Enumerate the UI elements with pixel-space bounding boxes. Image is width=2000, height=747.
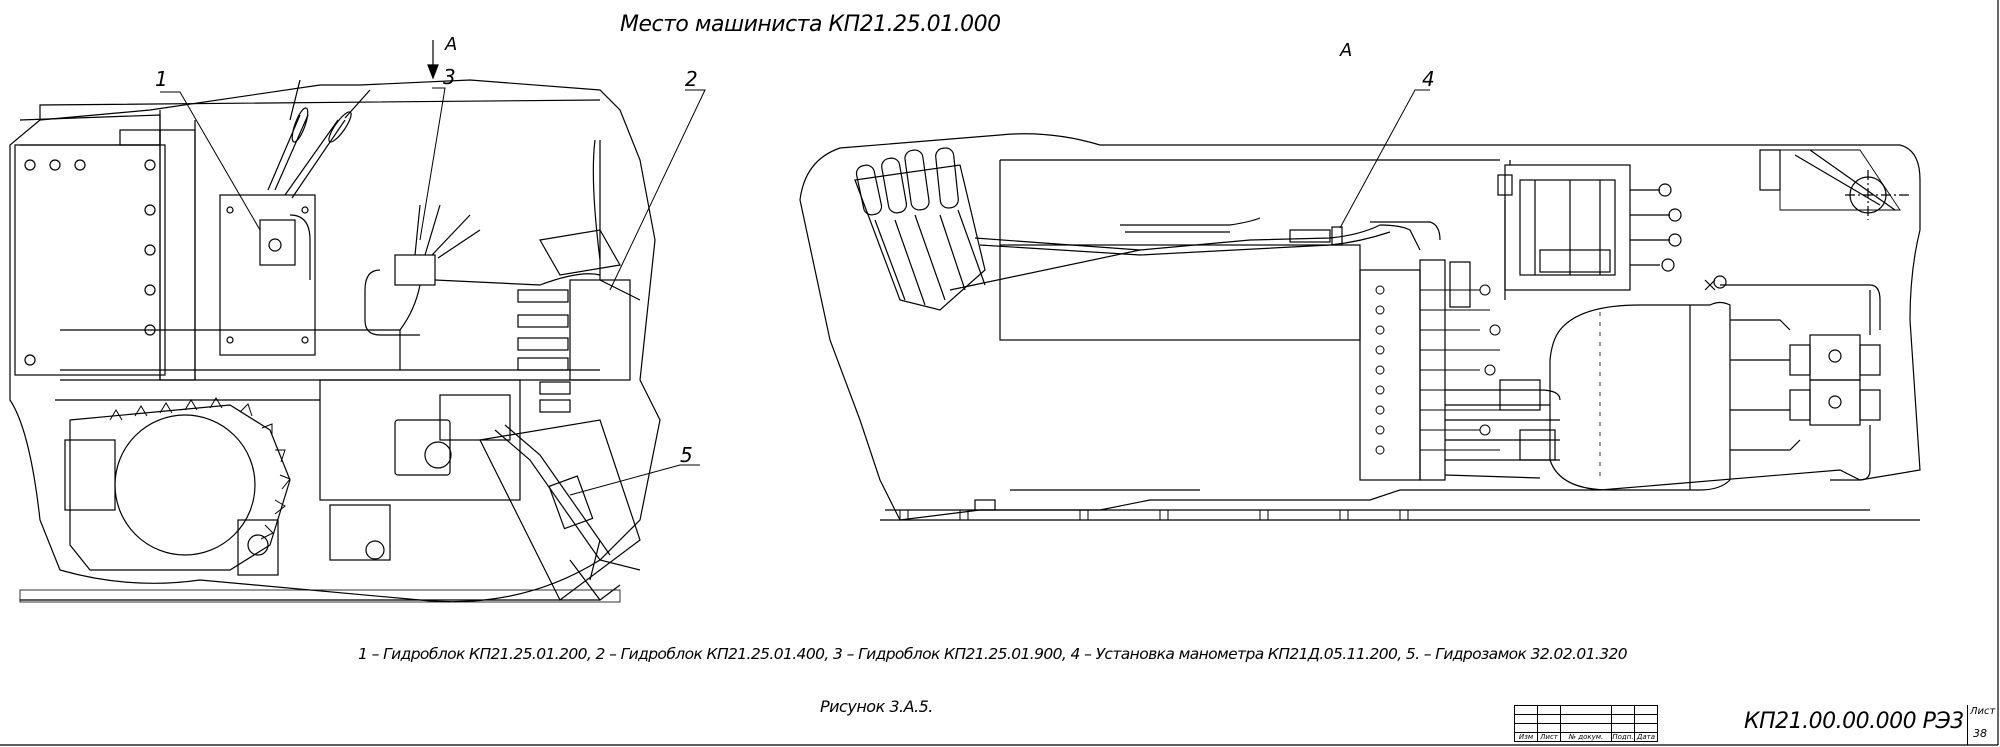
drawing-title: Место машиниста КП21.25.01.000 [620, 12, 1001, 37]
rail-ticks [899, 509, 1409, 521]
hydrolock-5 [548, 475, 594, 530]
sheet-box: Лист 38 [1967, 705, 1998, 745]
track-teeth [109, 397, 291, 540]
sheet-label: Лист [1970, 706, 1996, 717]
upper-hydroblock [1504, 164, 1631, 291]
hydroblock-3 [394, 254, 436, 286]
leader-3 [419, 87, 446, 241]
sheet-number: 38 [1973, 727, 1987, 740]
manometer-4 [1331, 226, 1343, 246]
right-view-a [799, 133, 1921, 521]
col-doc-number: № докум. [1560, 732, 1612, 742]
leader-2 [609, 89, 706, 291]
hydroblock-1 [219, 194, 316, 356]
leader-4 [1339, 89, 1430, 229]
distributor-fittings [1375, 284, 1501, 455]
col-sign: Подп. [1611, 732, 1635, 742]
revision-table: Изм Лист № докум. Подп. Дата [1514, 705, 1658, 742]
document-number: КП21.00.00.000 РЭ3 [1744, 709, 1964, 734]
col-izm: Изм [1514, 732, 1538, 742]
wheel [114, 414, 256, 556]
left-view-machine-cab [9, 79, 661, 603]
drawing-caption: 1 – Гидроблок КП21.25.01.200, 2 – Гидроб… [358, 645, 1628, 663]
hydroblock-2 [569, 279, 631, 381]
title-block: Изм Лист № докум. Подп. Дата КП21.00.00.… [1514, 705, 1998, 745]
lever-group [854, 147, 986, 311]
distributor [1359, 269, 1421, 481]
track-outline [69, 404, 291, 571]
figure-label: Рисунок 3.А.5. [820, 697, 933, 716]
leader-1 [160, 91, 261, 231]
leader-5 [569, 464, 700, 496]
col-date: Дата [1634, 732, 1658, 742]
view-arrow-a [427, 40, 439, 80]
col-list: Лист [1537, 732, 1561, 742]
valve-block-upper [1809, 334, 1861, 381]
panel-bolts [24, 159, 156, 366]
hydraulic-tank [1549, 301, 1731, 491]
cab-outline [799, 133, 1921, 521]
valve-block-lower [1809, 379, 1861, 426]
